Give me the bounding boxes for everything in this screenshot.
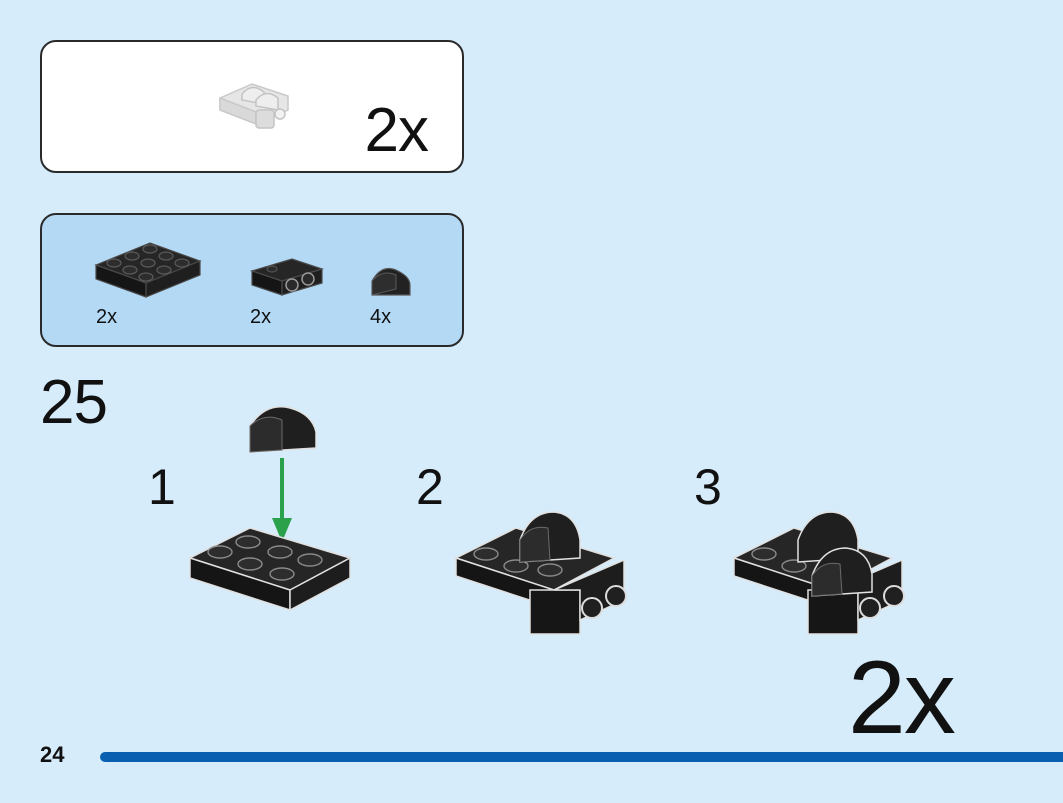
- step-number: 25: [40, 368, 108, 437]
- plate-2x3-icon: [94, 242, 202, 298]
- submodel-quantity: 2x: [364, 96, 429, 165]
- curved-slope-icon: [371, 268, 411, 296]
- page-number: 24: [40, 742, 65, 767]
- page-progress-bar: [100, 752, 1063, 762]
- bracket-with-pins-icon: [250, 258, 324, 296]
- substep-2-number: 2: [416, 459, 444, 515]
- part-quantity-plate: 2x: [96, 306, 118, 328]
- parts-list-panel: 2x 2x 4x: [40, 213, 464, 347]
- submodel-callout: 2x: [40, 40, 464, 173]
- substep-1-number: 1: [148, 459, 176, 515]
- part-quantity-bracket: 2x: [250, 306, 272, 328]
- submodel-preview-icon: [219, 83, 289, 129]
- substep-3-illustration: [732, 511, 905, 635]
- substep-2-illustration: [454, 511, 627, 635]
- substep-1-illustration: [188, 406, 352, 612]
- step-multiplier: 2x: [848, 640, 956, 756]
- substep-3-number: 3: [694, 459, 722, 515]
- arrow-down-icon: [272, 518, 292, 542]
- part-quantity-curved-slope: 4x: [370, 306, 392, 328]
